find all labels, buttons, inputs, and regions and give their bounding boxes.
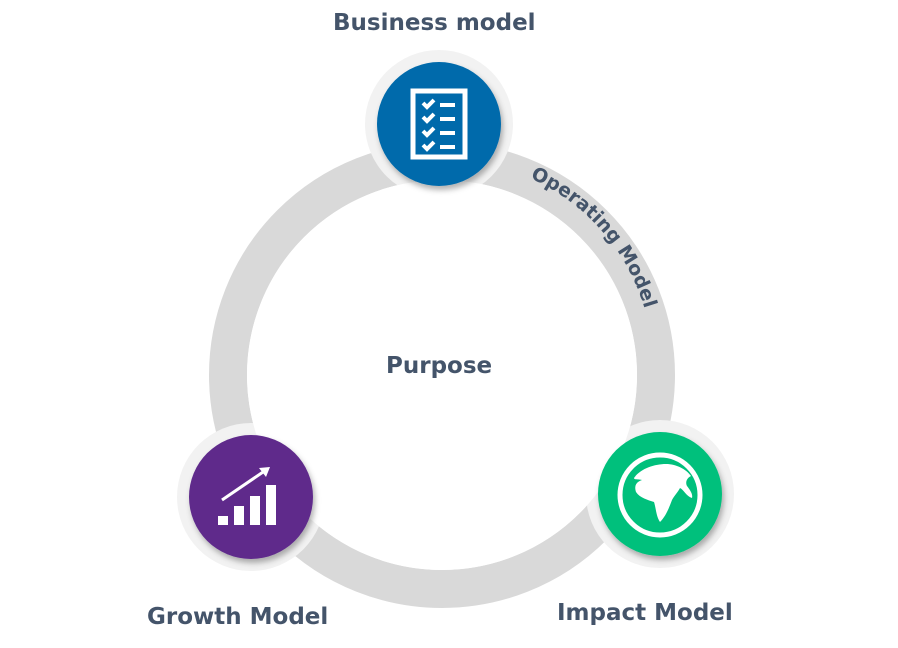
impact-model-node[interactable]: [598, 432, 722, 556]
impact-model-label: Impact Model: [557, 600, 733, 626]
growth-model-label: Growth Model: [147, 604, 329, 630]
checklist-icon: [410, 88, 468, 160]
business-model-node[interactable]: [377, 62, 501, 186]
ring-inner: [247, 180, 637, 570]
growth-model-node[interactable]: [189, 435, 313, 559]
growth-chart-icon: [218, 467, 276, 525]
purpose-label: Purpose: [386, 353, 493, 379]
globe-icon: [617, 452, 703, 538]
business-model-label: Business model: [333, 10, 536, 36]
